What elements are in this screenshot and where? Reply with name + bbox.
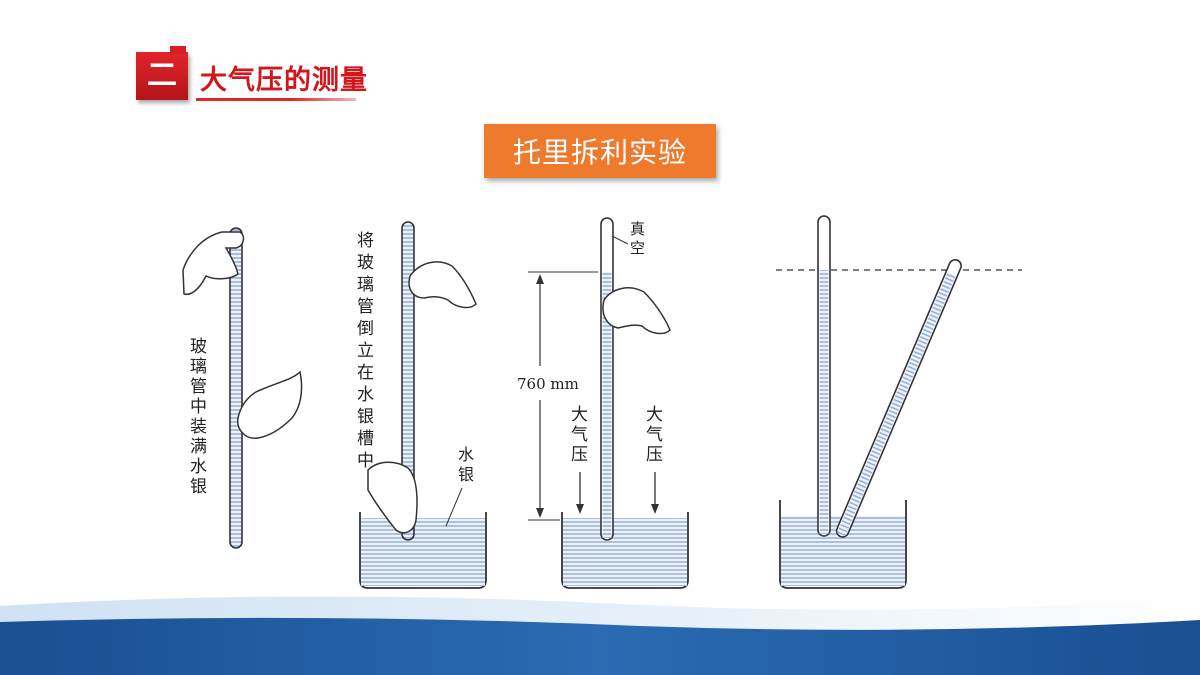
- footer-dark-wave: [0, 617, 1200, 675]
- mercury-bath-2: [361, 518, 485, 586]
- glass-tube-1: [229, 227, 243, 549]
- experiment-title-box: 托里拆利实验: [484, 124, 716, 178]
- step1-char-2: 璃: [190, 357, 207, 377]
- step2-char-10: 槽: [357, 429, 374, 449]
- section-number: 二: [147, 58, 177, 93]
- vacuum-char-2: 空: [630, 239, 645, 257]
- section-number-badge: 二: [136, 46, 188, 100]
- panel-measure: 760 mm 真 空 大 气 压 大 气 压: [517, 217, 689, 589]
- height-arrowhead-bottom: [536, 508, 544, 518]
- hand-top-2: [408, 261, 477, 309]
- step1-char-6: 满: [190, 437, 207, 457]
- hand-bottom-1: [237, 370, 303, 439]
- step2-char-2: 玻: [357, 253, 374, 273]
- step1-char-3: 管: [190, 377, 207, 397]
- step2-char-3: 璃: [357, 275, 374, 295]
- footer-decoration: [0, 596, 1200, 675]
- pressure-right-char-1: 大: [646, 405, 663, 425]
- experiment-title: 托里拆利实验: [512, 136, 687, 169]
- step1-label: 玻 璃 管 中 装 满 水 银: [190, 337, 212, 497]
- panel-tilted: [776, 215, 1022, 589]
- mercury-column-3: [602, 272, 612, 538]
- pressure-right-label: 大 气 压: [646, 405, 668, 465]
- pressure-left-char-2: 气: [571, 425, 588, 445]
- height-arrowhead-top: [536, 274, 544, 284]
- step1-char-5: 装: [190, 417, 207, 437]
- hand-bottom-2: [367, 461, 418, 534]
- pressure-right-char-3: 压: [646, 445, 663, 465]
- step1-char-4: 中: [190, 397, 207, 417]
- title-underline: [196, 98, 356, 101]
- glass-tube-2: [401, 221, 415, 541]
- pressure-right-arrowhead: [651, 504, 659, 514]
- hand-3: [602, 287, 671, 335]
- step2-char-8: 水: [357, 385, 374, 405]
- panel-fill-tube: 玻 璃 管 中 装 满 水 银: [182, 227, 303, 549]
- trough-3: [561, 512, 689, 589]
- step2-char-7: 在: [357, 363, 374, 383]
- mercury-char-2: 银: [458, 465, 474, 484]
- mercury-char-1: 水: [458, 445, 474, 464]
- step2-char-9: 银: [357, 407, 374, 427]
- step2-char-5: 倒: [357, 319, 374, 339]
- section-title: 大气压的测量: [200, 65, 368, 96]
- step2-char-11: 中: [357, 451, 374, 471]
- pressure-left-arrowhead: [576, 504, 584, 514]
- mercury-bath-3: [563, 518, 687, 586]
- vacuum-label: 真 空: [630, 220, 650, 257]
- step2-char-1: 将: [357, 231, 374, 251]
- trough-4: [779, 500, 907, 589]
- step2-label: 将 玻 璃 管 倒 立 在 水 银 槽 中: [357, 231, 379, 471]
- pressure-left-char-3: 压: [571, 445, 588, 465]
- panel-invert-tube: 将 玻 璃 管 倒 立 在 水 银 槽 中 水 银: [357, 221, 487, 589]
- mercury-column-4: [819, 270, 829, 534]
- pressure-left-label: 大 气 压: [571, 405, 593, 465]
- hand-top-1: [182, 231, 245, 296]
- tilted-tube-group: [835, 259, 962, 538]
- step1-char-7: 水: [190, 457, 207, 477]
- pressure-left-char-1: 大: [571, 405, 588, 425]
- vacuum-char-1: 真: [630, 220, 645, 238]
- height-label: 760 mm: [517, 375, 579, 393]
- step2-char-4: 管: [357, 297, 374, 317]
- vacuum-pointer-line: [611, 235, 629, 245]
- mercury-pointer-line: [445, 487, 463, 527]
- step2-char-6: 立: [357, 341, 374, 361]
- tilted-mercury-column: [836, 272, 956, 537]
- step1-char-1: 玻: [190, 337, 207, 357]
- mercury-label: 水 银: [458, 445, 479, 484]
- badge-tab: [170, 46, 186, 54]
- step1-char-8: 银: [190, 477, 207, 497]
- trough-2: [359, 512, 487, 589]
- pressure-right-char-2: 气: [646, 425, 663, 445]
